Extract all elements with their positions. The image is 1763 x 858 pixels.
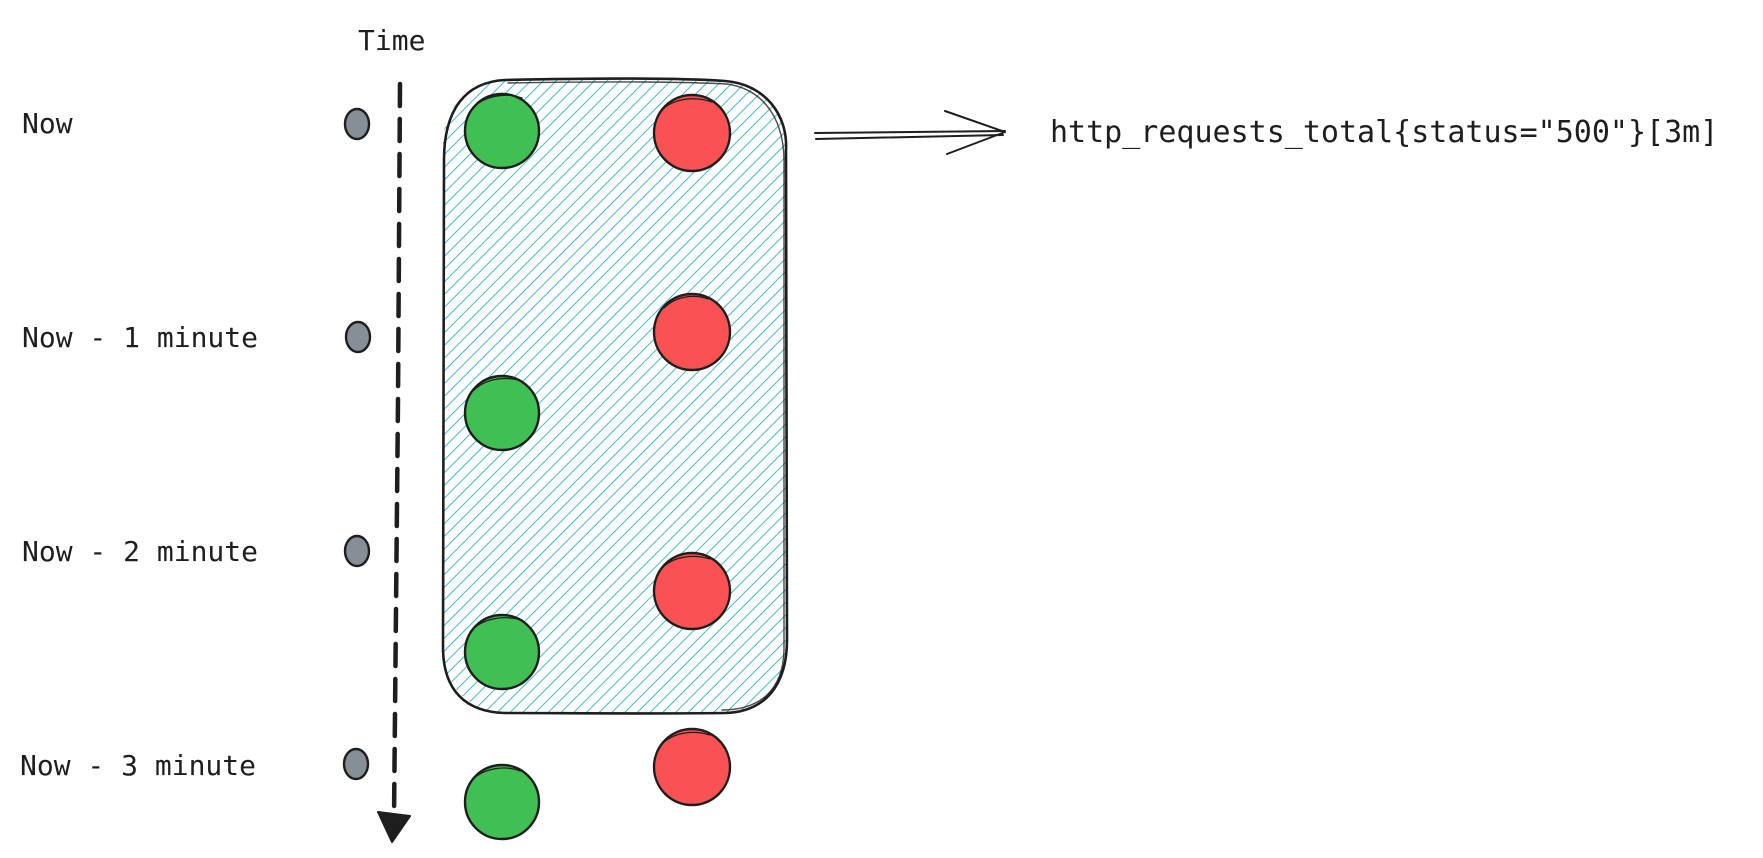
- red-sample-now: [652, 93, 732, 173]
- row-label-now-minus-1: Now - 1 minute: [22, 321, 258, 354]
- time-axis-arrowhead: [377, 811, 411, 843]
- time-axis-title: Time: [358, 24, 425, 57]
- green-sample-now-minus-1: [463, 374, 541, 452]
- green-series-samples: [463, 92, 541, 841]
- tick-markers: [342, 107, 372, 781]
- tick-marker-now: [343, 107, 371, 141]
- red-sample-now-minus-3: [652, 727, 732, 807]
- row-label-now-minus-3: Now - 3 minute: [20, 749, 256, 782]
- tick-marker-now-minus-3: [342, 747, 370, 781]
- tick-marker-now-minus-1: [344, 320, 372, 354]
- green-sample-now-minus-3: [463, 763, 541, 841]
- tick-marker-now-minus-2: [343, 534, 371, 568]
- range-selector-query: http_requests_total{status="500"}[3m]: [1050, 115, 1718, 150]
- row-label-now: Now: [22, 107, 73, 140]
- row-label-now-minus-2: Now - 2 minute: [22, 535, 258, 568]
- green-sample-now-minus-2: [463, 613, 541, 691]
- red-series-samples: [652, 93, 732, 807]
- red-sample-now-minus-1: [652, 292, 732, 372]
- red-sample-now-minus-2: [652, 551, 732, 631]
- query-pointer-arrow: [814, 110, 1006, 155]
- green-sample-now: [463, 92, 541, 170]
- time-axis: [377, 81, 411, 843]
